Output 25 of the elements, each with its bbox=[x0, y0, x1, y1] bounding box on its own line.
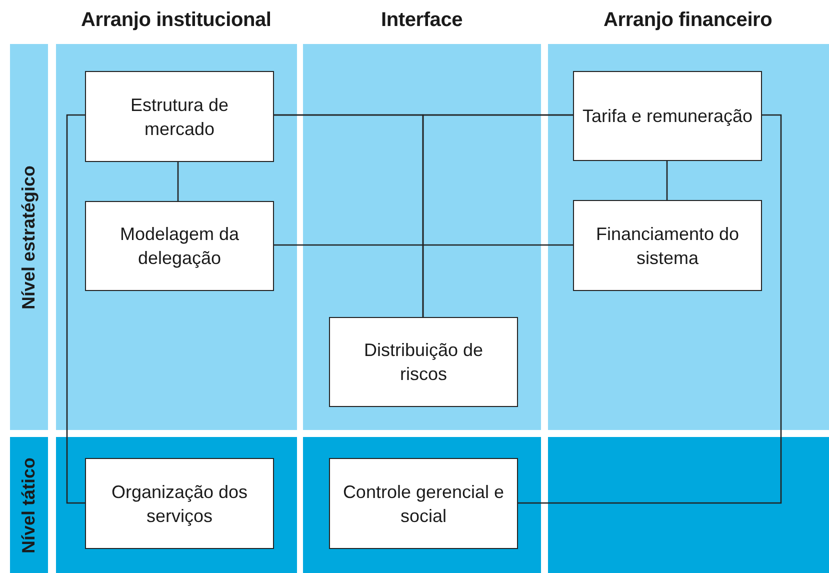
connector-line bbox=[66, 114, 85, 504]
process-box bbox=[329, 458, 518, 549]
row-heading: Nível tático bbox=[18, 456, 40, 554]
process-box bbox=[573, 71, 762, 161]
row-heading: Nível estratégico bbox=[18, 164, 40, 310]
connector-line bbox=[177, 162, 179, 201]
process-box bbox=[329, 317, 518, 407]
connector-line bbox=[422, 114, 573, 317]
connector-line bbox=[666, 161, 668, 200]
process-box bbox=[85, 201, 274, 291]
box-label: Distribuição de riscos bbox=[362, 339, 484, 386]
box-label: Organização dos serviços bbox=[110, 480, 249, 528]
process-box bbox=[573, 200, 762, 291]
column-heading: Arranjo institucional bbox=[81, 9, 272, 32]
process-box bbox=[85, 458, 274, 549]
connector-line bbox=[518, 114, 782, 504]
box-label: Estrutura de mercado bbox=[129, 94, 230, 140]
column-heading: Arranjo financeiro bbox=[604, 9, 772, 32]
box-label: Controle gerencial e social bbox=[342, 480, 506, 528]
process-box bbox=[85, 71, 274, 162]
box-label: Financiamento do sistema bbox=[594, 222, 740, 270]
connector-line bbox=[274, 244, 573, 246]
column-heading: Interface bbox=[381, 9, 463, 32]
box-label: Modelagem da delegação bbox=[118, 223, 240, 270]
box-label: Tarifa e remuneração bbox=[581, 105, 754, 128]
